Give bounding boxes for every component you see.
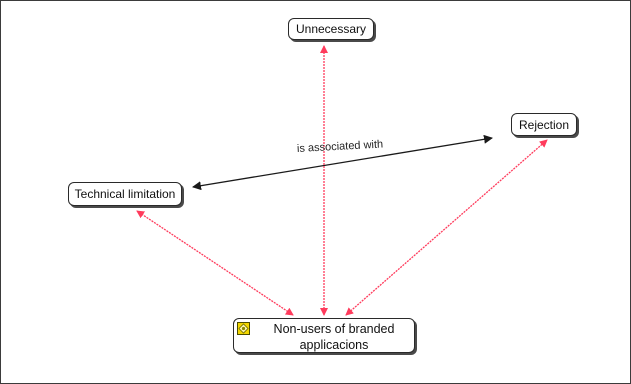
edge-nonusers-rejection[interactable] — [345, 139, 548, 316]
node-non-users-label: Non-users of branded applicacions — [273, 322, 395, 352]
node-rejection[interactable]: Rejection — [511, 113, 577, 136]
node-technical-limitation-label: Technical limitation — [74, 187, 176, 201]
edge-nonusers-technical[interactable] — [136, 210, 294, 316]
document-group-icon — [237, 322, 250, 335]
node-non-users[interactable]: Non-users of branded applicacions — [233, 318, 415, 353]
node-unnecessary-label: Unnecessary — [295, 22, 367, 36]
node-rejection-label: Rejection — [518, 117, 570, 132]
node-technical-limitation[interactable]: Technical limitation — [68, 182, 182, 206]
node-unnecessary[interactable]: Unnecessary — [288, 18, 374, 40]
